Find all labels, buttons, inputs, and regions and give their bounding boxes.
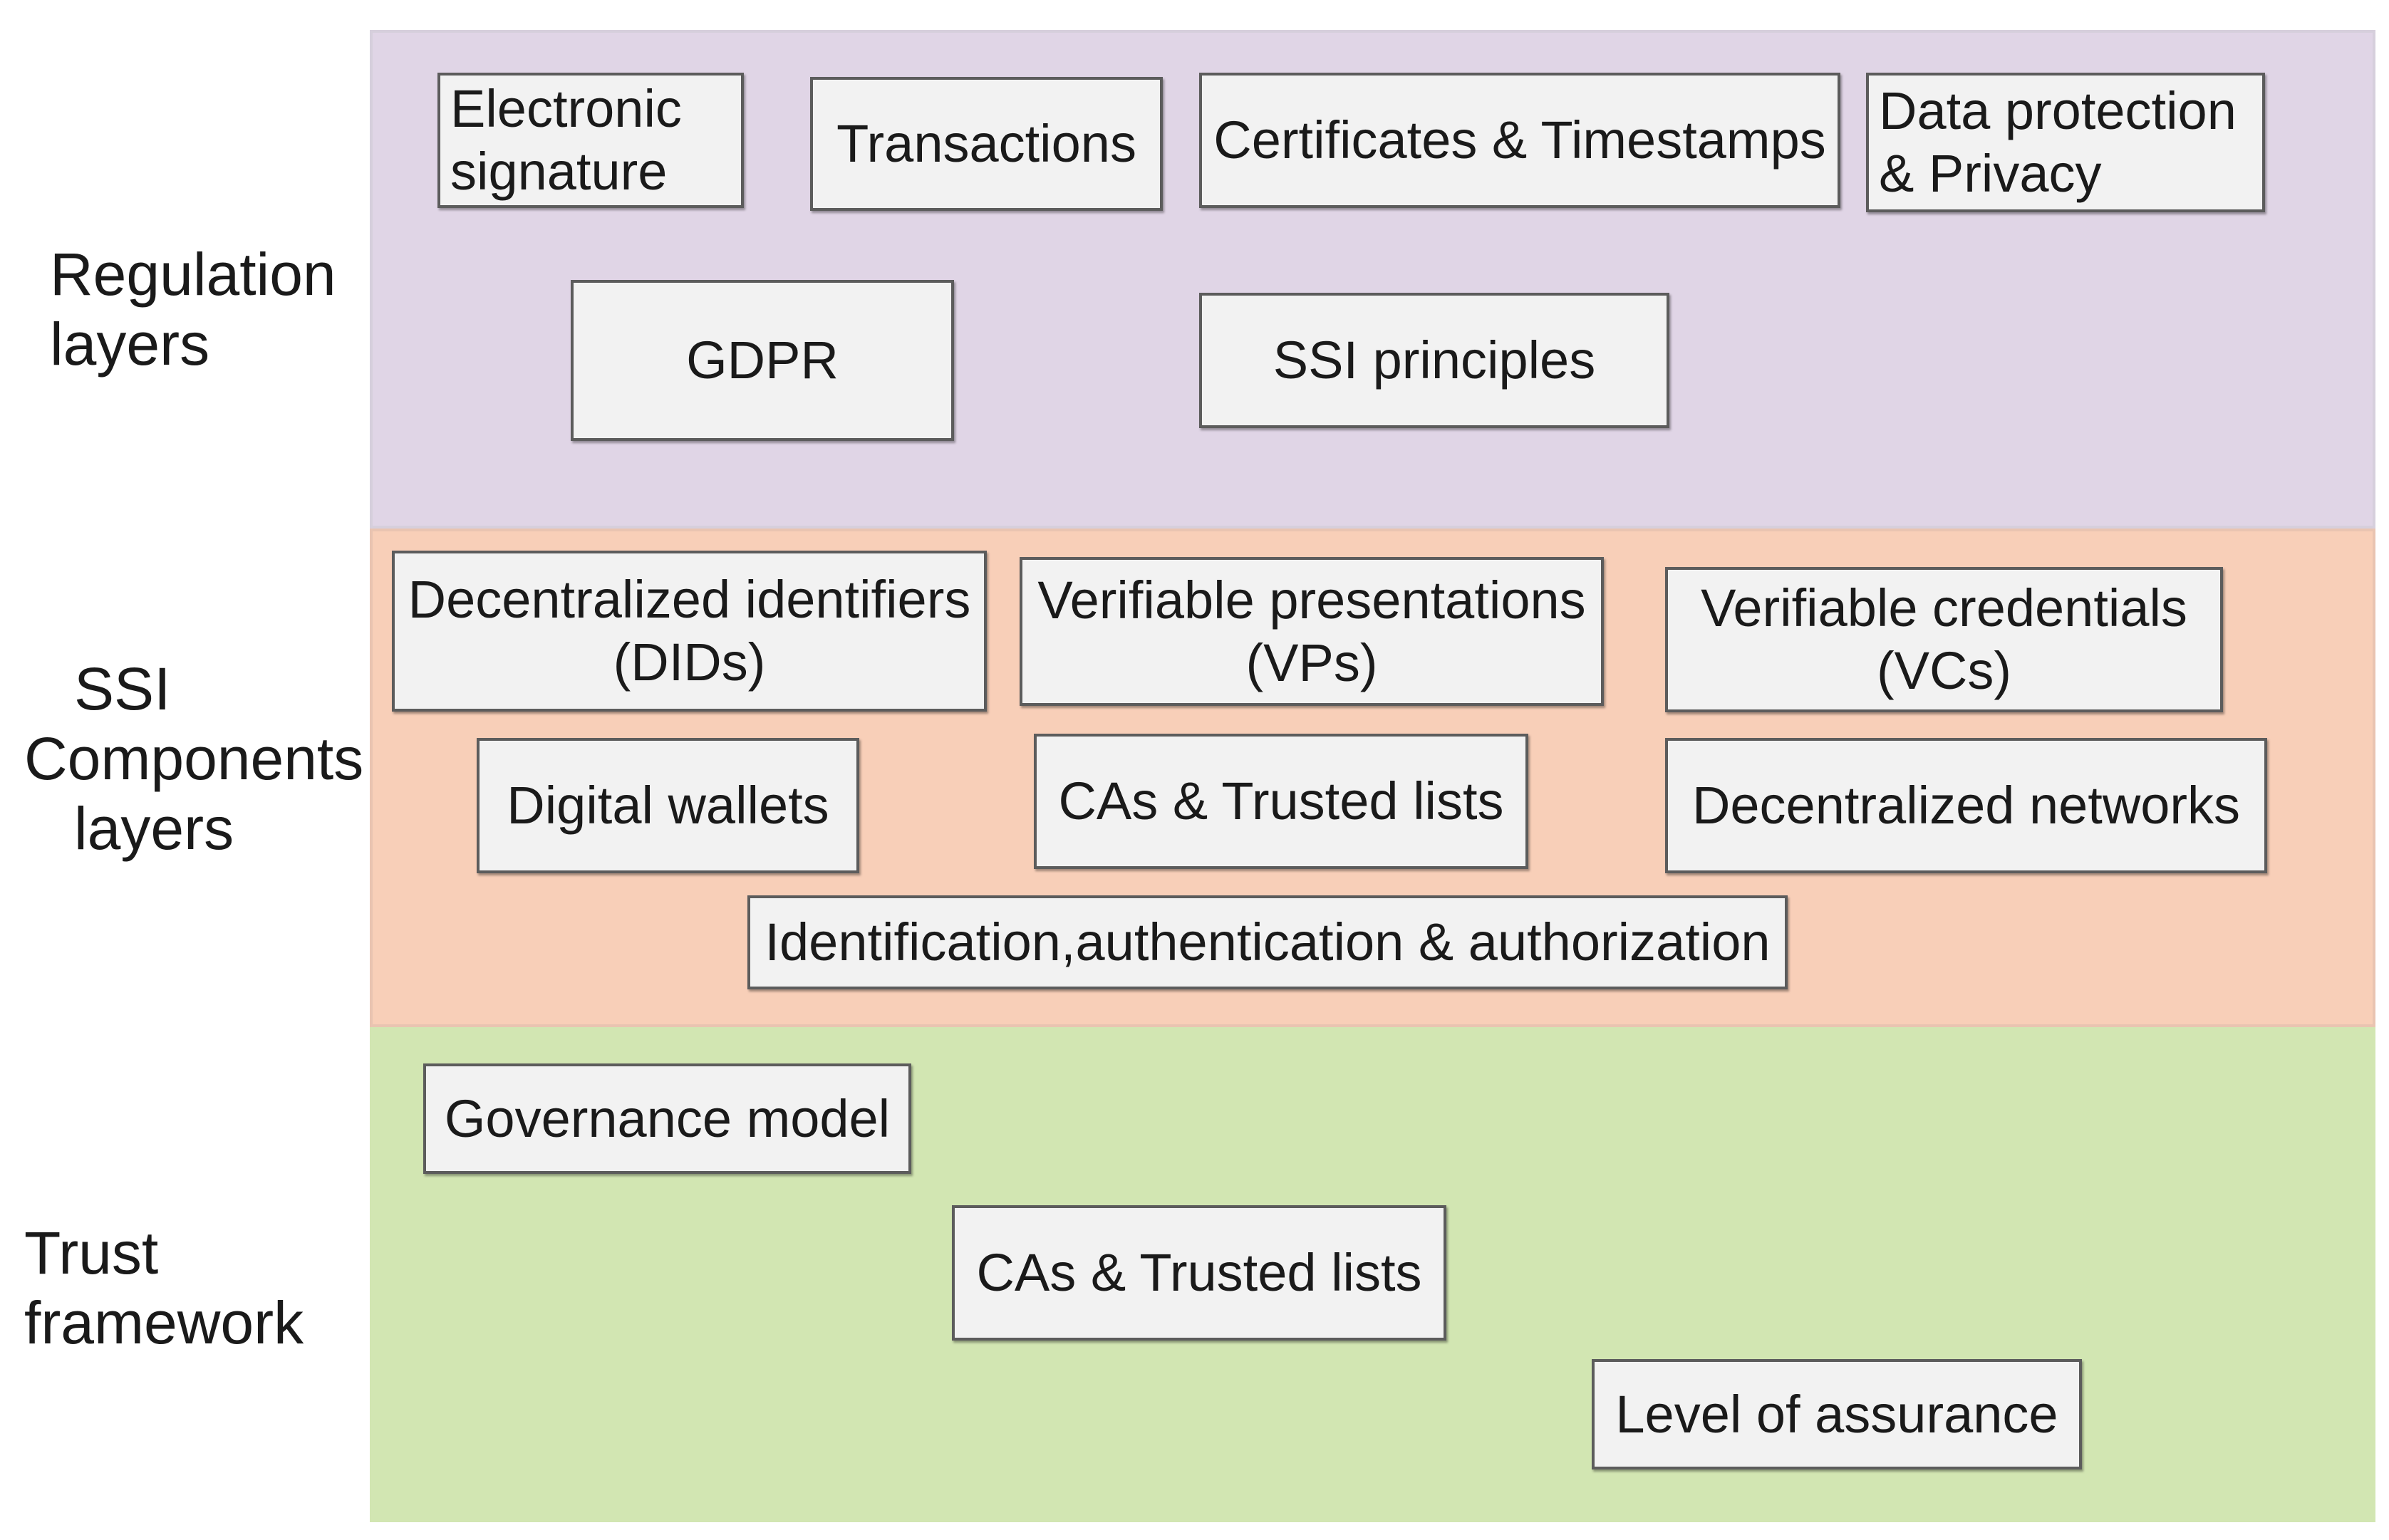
data-protection-privacy-label: Data protection & Privacy	[1879, 81, 2237, 203]
digital-wallets-box: Digital wallets	[477, 738, 859, 873]
digital-wallets-label: Digital wallets	[507, 776, 829, 835]
regulation-layer-label: Regulation layers	[50, 241, 336, 378]
certificates-timestamps-label: Certificates & Timestamps	[1213, 110, 1826, 170]
governance-model-label: Governance model	[444, 1088, 891, 1148]
data-protection-privacy-box: Data protection & Privacy	[1866, 73, 2265, 212]
decentralized-identifiers-box: Decentralized identifiers (DIDs)	[392, 551, 987, 712]
verifiable-credentials-box: Verifiable credentials (VCs)	[1665, 567, 2223, 712]
gdpr-label: GDPR	[686, 331, 839, 390]
electronic-signature-label: Electronic signature	[450, 79, 682, 201]
verifiable-presentations-label: Verifiable presentations (VPs)	[1037, 570, 1586, 692]
certificates-timestamps-box: Certificates & Timestamps	[1199, 73, 1840, 208]
level-of-assurance-label: Level of assurance	[1615, 1384, 2058, 1444]
electronic-signature-box: Electronic signature	[437, 73, 744, 208]
verifiable-presentations-box: Verifiable presentations (VPs)	[1020, 557, 1604, 706]
gdpr-box: GDPR	[571, 280, 954, 441]
decentralized-identifiers-label: Decentralized identifiers (DIDs)	[408, 570, 971, 692]
transactions-box: Transactions	[810, 77, 1163, 211]
verifiable-credentials-label: Verifiable credentials (VCs)	[1701, 578, 2187, 700]
trust-cas-trusted-lists-box: CAs & Trusted lists	[952, 1205, 1446, 1341]
decentralized-networks-label: Decentralized networks	[1691, 776, 2241, 835]
trust-framework-layer-label: Trust framework	[24, 1219, 304, 1356]
identification-authentication-authorization-box: Identification,authentication & authoriz…	[747, 895, 1788, 989]
ssi-components-layer-label: SSI Components layers	[24, 655, 364, 862]
governance-model-box: Governance model	[423, 1063, 911, 1174]
decentralized-networks-box: Decentralized networks	[1665, 738, 2267, 873]
cas-trusted-lists-label: CAs & Trusted lists	[1058, 771, 1504, 831]
trust-cas-trusted-lists-label: CAs & Trusted lists	[976, 1243, 1422, 1302]
transactions-label: Transactions	[836, 114, 1136, 173]
cas-trusted-lists-box: CAs & Trusted lists	[1034, 734, 1528, 869]
ssi-principles-box: SSI principles	[1199, 293, 1669, 428]
ssi-principles-label: SSI principles	[1273, 331, 1596, 390]
identification-authentication-authorization-label: Identification,authentication & authoriz…	[765, 912, 1771, 972]
level-of-assurance-box: Level of assurance	[1592, 1359, 2082, 1469]
